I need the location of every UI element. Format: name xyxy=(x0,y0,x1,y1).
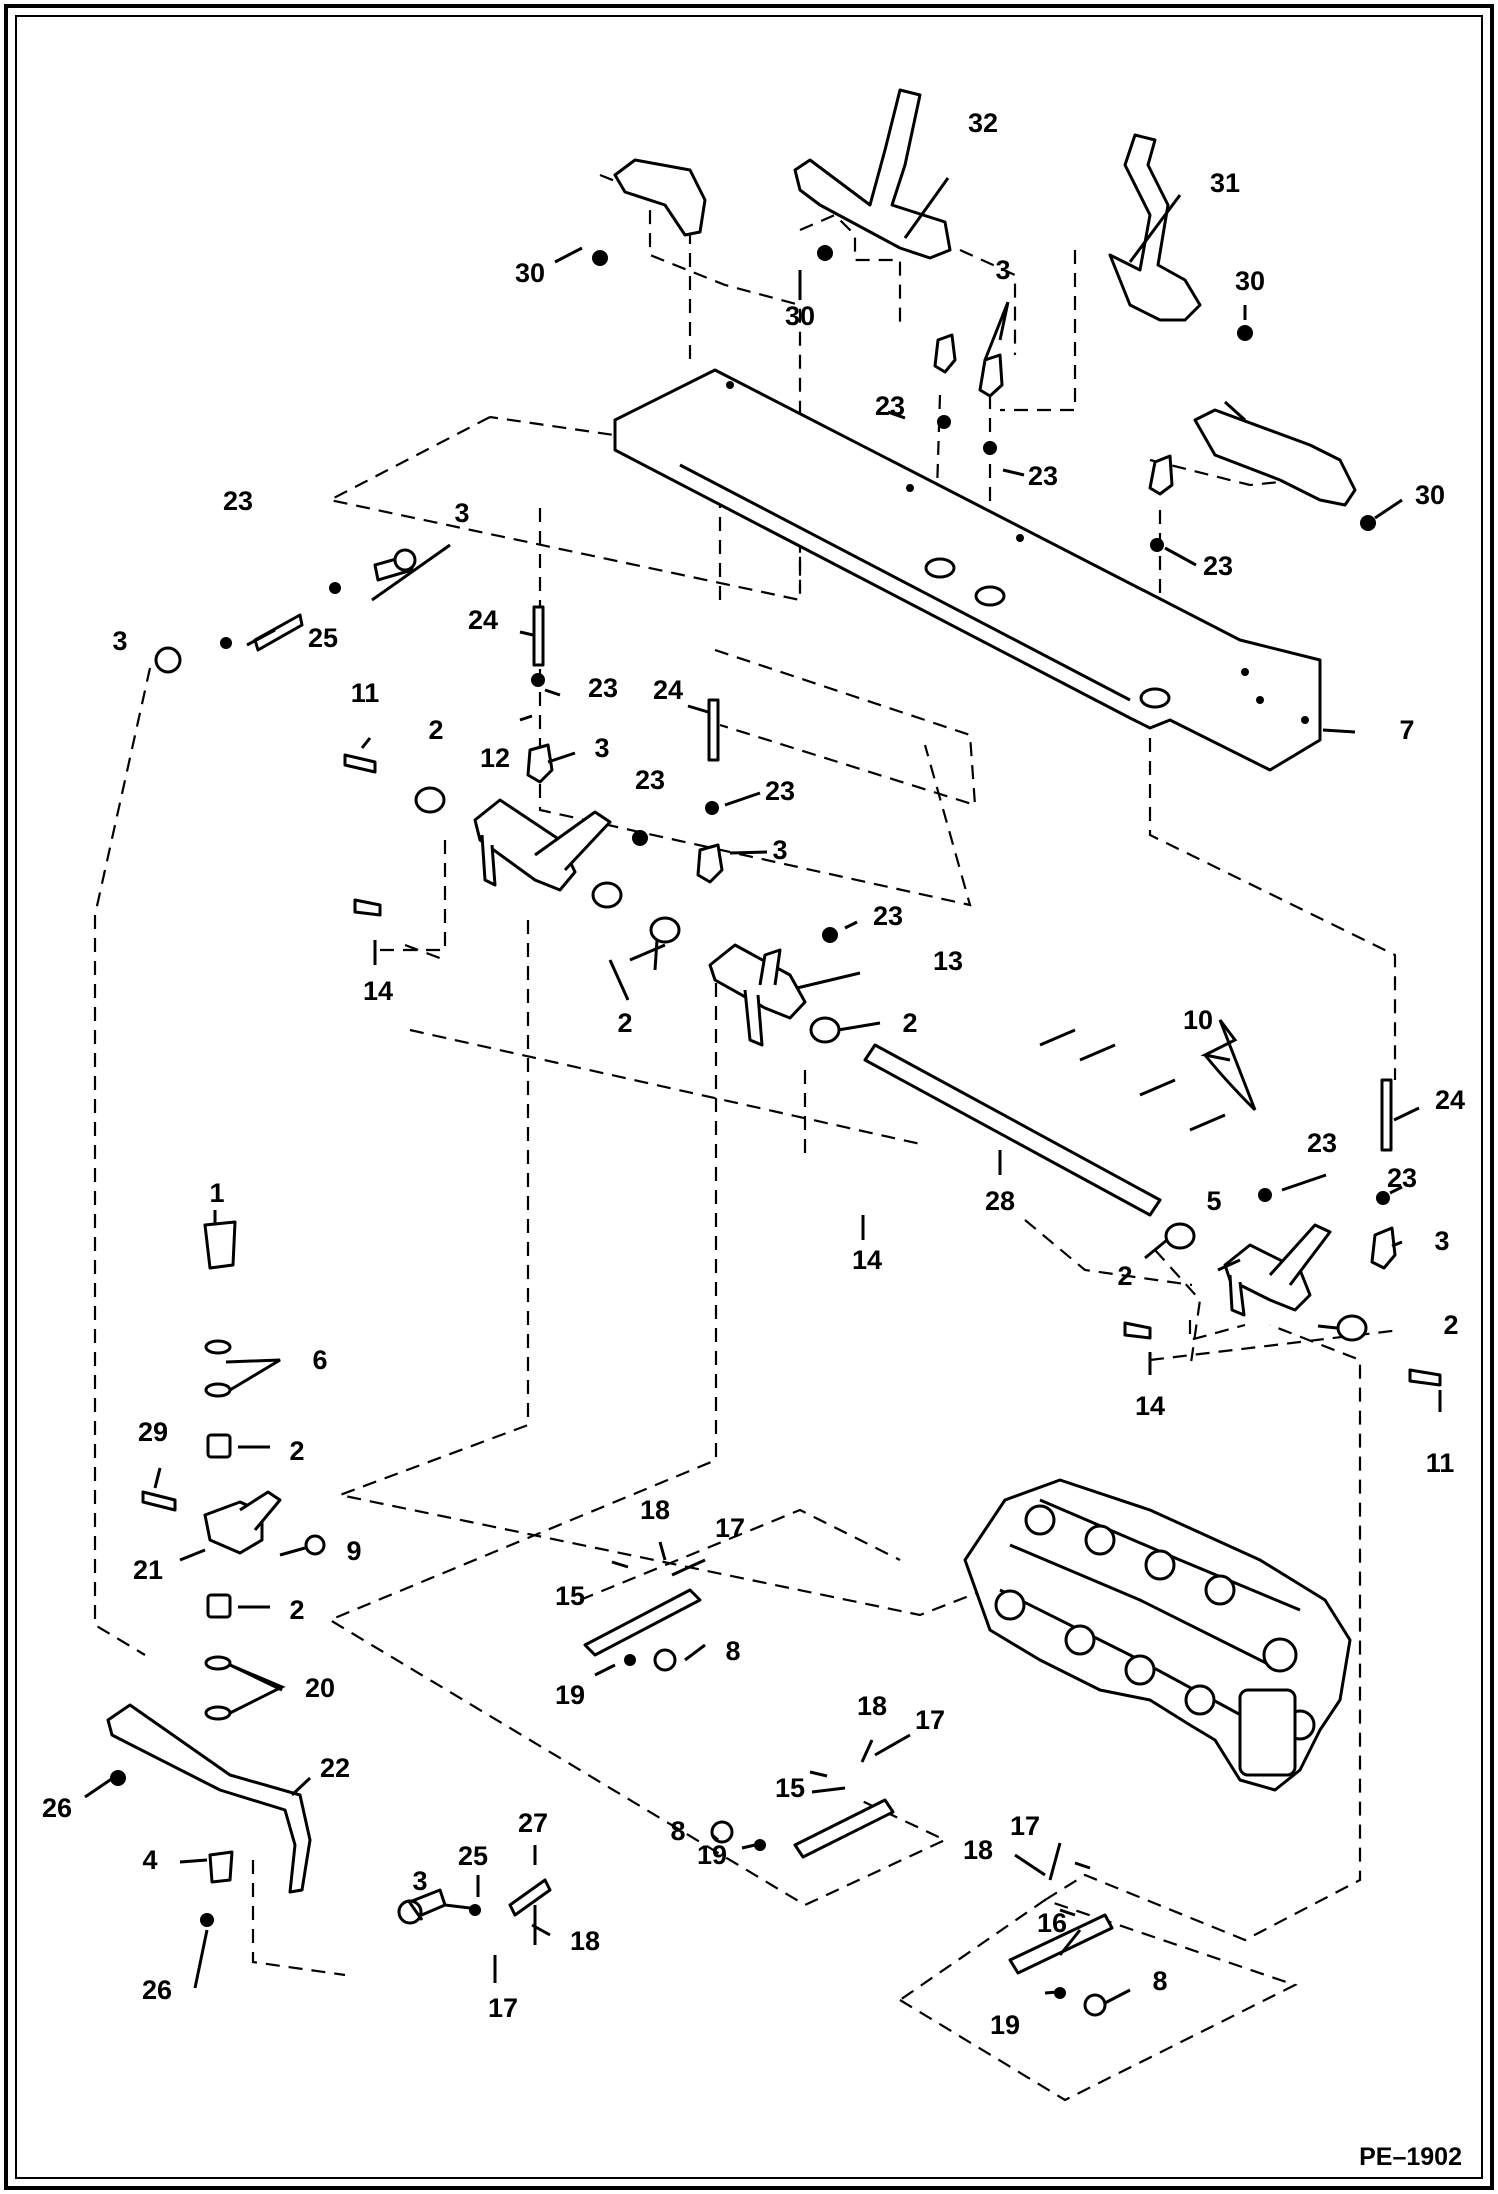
callout-12: 12 xyxy=(480,743,510,773)
callout-3: 3 xyxy=(995,255,1010,285)
callout-13: 13 xyxy=(933,946,963,976)
callout-25: 25 xyxy=(458,1841,488,1871)
callout-7: 7 xyxy=(1399,715,1414,745)
callout-11: 11 xyxy=(351,678,380,708)
callout-4: 4 xyxy=(142,1845,157,1875)
callout-26: 26 xyxy=(142,1975,172,2005)
callout-2: 2 xyxy=(902,1008,917,1038)
callout-3: 3 xyxy=(454,498,469,528)
callout-23: 23 xyxy=(1203,551,1233,581)
callout-2: 2 xyxy=(289,1436,304,1466)
callout-3: 3 xyxy=(112,626,127,656)
callout-22: 22 xyxy=(320,1753,350,1783)
callout-3: 3 xyxy=(412,1866,427,1896)
callout-32: 32 xyxy=(968,108,998,138)
callout-3: 3 xyxy=(594,733,609,763)
valve-links xyxy=(583,1560,1114,2017)
callout-2: 2 xyxy=(1443,1310,1458,1340)
callout-17: 17 xyxy=(715,1513,745,1543)
callout-23: 23 xyxy=(1307,1128,1337,1158)
callout-31: 31 xyxy=(1210,168,1240,198)
callout-20: 20 xyxy=(305,1673,335,1703)
callout-2: 2 xyxy=(617,1008,632,1038)
pivot-assembly xyxy=(106,1220,552,1945)
callout-25: 25 xyxy=(308,623,338,653)
callout-29: 29 xyxy=(138,1417,168,1447)
callout-30: 30 xyxy=(1235,266,1265,296)
callout-labels: 32 31 30 30 30 30 3 23 23 23 23 3 3 25 2… xyxy=(42,108,1465,2040)
callout-24: 24 xyxy=(653,675,683,705)
callout-19: 19 xyxy=(555,1680,585,1710)
callout-3: 3 xyxy=(772,835,787,865)
callout-2: 2 xyxy=(428,715,443,745)
assembly-lines xyxy=(93,173,1401,2102)
linkage-parts xyxy=(154,245,1397,1270)
callout-18: 18 xyxy=(857,1691,887,1721)
callout-27: 27 xyxy=(518,1808,548,1838)
callout-21: 21 xyxy=(133,1555,163,1585)
callout-23: 23 xyxy=(1387,1163,1417,1193)
callout-30: 30 xyxy=(1415,480,1445,510)
callout-17: 17 xyxy=(915,1705,945,1735)
callout-15: 15 xyxy=(555,1581,585,1611)
callout-19: 19 xyxy=(697,1840,727,1870)
callout-23: 23 xyxy=(635,765,665,795)
callout-30: 30 xyxy=(785,301,815,331)
callout-8: 8 xyxy=(725,1636,740,1666)
callout-2: 2 xyxy=(289,1595,304,1625)
callout-23: 23 xyxy=(765,776,795,806)
callout-26: 26 xyxy=(42,1793,72,1823)
callout-23: 23 xyxy=(588,673,618,703)
callout-14: 14 xyxy=(852,1245,882,1275)
callout-2: 2 xyxy=(1117,1261,1132,1291)
callout-15: 15 xyxy=(775,1773,805,1803)
callout-3: 3 xyxy=(1434,1226,1449,1256)
callout-8: 8 xyxy=(670,1816,685,1846)
drawing-code: PE–1902 xyxy=(1359,2143,1462,2171)
control-valve xyxy=(963,1478,1352,1792)
callout-6: 6 xyxy=(312,1345,327,1375)
shaft-arms xyxy=(343,753,1442,1387)
drawing-border xyxy=(4,4,1494,2190)
callout-8: 8 xyxy=(1152,1966,1167,1996)
callout-1: 1 xyxy=(209,1178,224,1208)
callout-9: 9 xyxy=(346,1536,361,1566)
callout-10: 10 xyxy=(1183,1005,1213,1035)
callout-18: 18 xyxy=(570,1926,600,1956)
callout-30: 30 xyxy=(515,258,545,288)
callout-18: 18 xyxy=(963,1835,993,1865)
callout-14: 14 xyxy=(363,976,393,1006)
callout-23: 23 xyxy=(1028,461,1058,491)
callout-17: 17 xyxy=(488,1993,518,2023)
leader-lines xyxy=(84,177,1442,2005)
callout-17: 17 xyxy=(1010,1811,1040,1841)
callout-14: 14 xyxy=(1135,1391,1165,1421)
callout-24: 24 xyxy=(468,605,498,635)
callout-18: 18 xyxy=(640,1495,670,1525)
callout-5: 5 xyxy=(1206,1186,1221,1216)
callout-23: 23 xyxy=(873,901,903,931)
callout-16: 16 xyxy=(1037,1908,1067,1938)
callout-11: 11 xyxy=(1426,1448,1455,1478)
callout-23: 23 xyxy=(223,486,253,516)
callout-19: 19 xyxy=(990,2010,1020,2040)
callout-28: 28 xyxy=(985,1186,1015,1216)
callout-24: 24 xyxy=(1435,1085,1465,1115)
control-plate-7 xyxy=(613,368,1322,772)
callout-23: 23 xyxy=(875,391,905,421)
